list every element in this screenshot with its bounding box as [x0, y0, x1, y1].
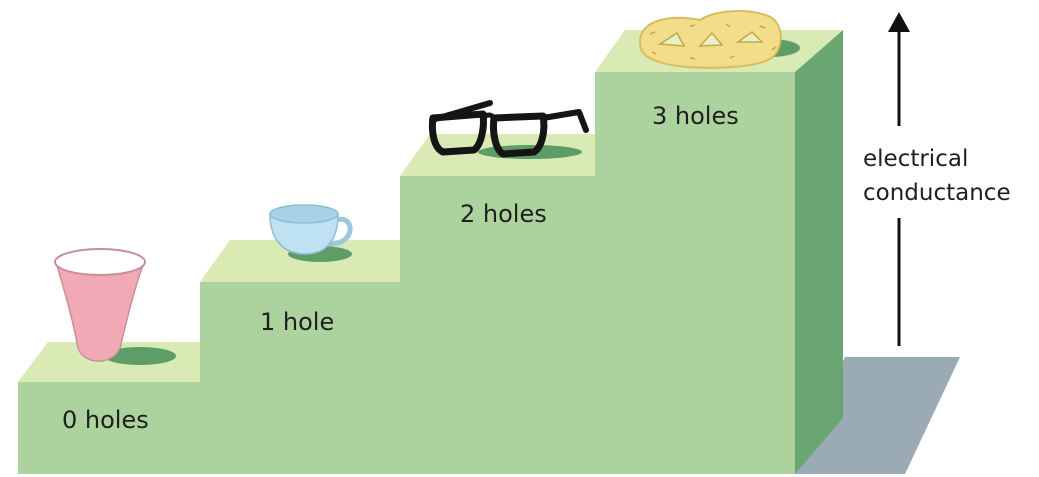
conductance-arrow — [888, 12, 910, 346]
axis-label-line1: electrical — [863, 146, 968, 172]
step-label-2: 2 holes — [460, 200, 547, 228]
pretzel-icon — [640, 11, 781, 68]
arrow-up-icon — [888, 12, 910, 32]
step-label-3: 3 holes — [652, 102, 739, 130]
step-label-0: 0 holes — [62, 406, 149, 434]
step-label-1: 1 hole — [260, 308, 334, 336]
staircase-side — [795, 30, 843, 474]
axis-label-line2: conductance — [863, 180, 1011, 206]
